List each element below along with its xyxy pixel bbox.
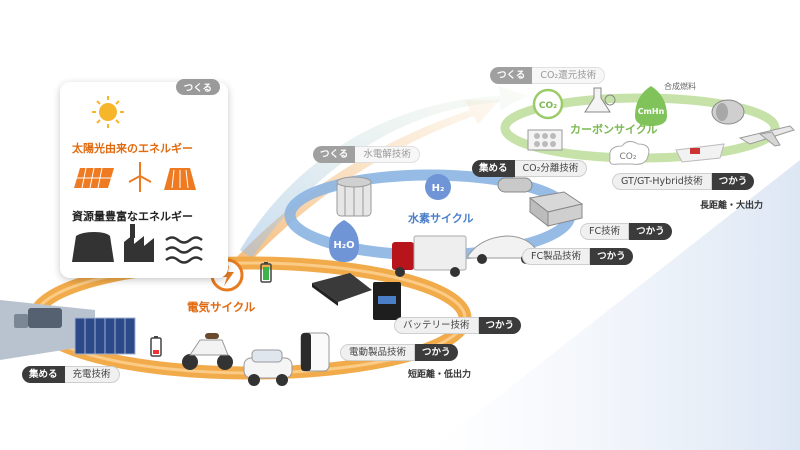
- co2-ring-badge-label: CO₂: [539, 101, 557, 111]
- tag-text: 電動製品技術: [340, 344, 416, 361]
- cmhn-droplet-badge: [635, 86, 667, 126]
- battery-full-icon: [260, 262, 272, 283]
- airplane-icon: [738, 125, 795, 147]
- truck-icon: [28, 308, 62, 328]
- tag-gt-hybrid: GT/GT-Hybrid技術つかう: [612, 173, 755, 190]
- ocean-waves-icon: [165, 236, 203, 264]
- solar-panel-array-icon: [74, 317, 136, 355]
- mobile-power-pack-icon: [373, 282, 401, 320]
- tag-text: FC技術: [580, 223, 630, 240]
- chemistry-flask-icon: [584, 87, 616, 113]
- tag-fc-tech: FC技術つかう: [580, 223, 672, 240]
- tag-text: GT/GT-Hybrid技術: [612, 173, 712, 190]
- hydrogen-tank-icon: [497, 177, 533, 193]
- h2o-badge-label: H₂O: [333, 240, 354, 251]
- tag-electric-products: 電動製品技術つかう: [340, 344, 458, 361]
- background-wedge: [430, 160, 800, 450]
- tag-water-electrolysis: つくる水電解技術: [313, 146, 420, 163]
- battery-pack-icon: [312, 273, 372, 306]
- tag-verb: つかう: [629, 223, 672, 240]
- tag-text: CO₂分離技術: [514, 160, 588, 177]
- tag-verb: 集める: [472, 160, 515, 177]
- co2-ring-badge: [532, 88, 564, 120]
- co2-capture-modules-icon: [527, 129, 563, 151]
- lightning-icon: [221, 265, 234, 286]
- tag-verb: つかう: [590, 248, 633, 265]
- portable-power-unit-icon: [300, 332, 330, 372]
- tag-verb: つかう: [415, 344, 458, 361]
- tag-text: 水電解技術: [355, 146, 420, 163]
- card-tag-tsukuru: つくる: [175, 79, 220, 95]
- tag-text: FC製品技術: [522, 248, 591, 265]
- tag-text: 充電技術: [64, 366, 120, 383]
- tag-verb: つかう: [478, 317, 522, 334]
- gas-turbine-icon: [711, 99, 745, 125]
- nuclear-plant-icon: [72, 232, 114, 262]
- co2-cloud-label: CO₂: [620, 152, 637, 162]
- short-range-note: 短距離・低出力: [408, 370, 472, 380]
- sun-icon: [92, 96, 124, 128]
- growth-arrow-lower: [232, 100, 500, 268]
- h2o-droplet-badge: [329, 220, 359, 262]
- hydrogen-cycle-label: 水素サイクル: [408, 212, 474, 225]
- carbon-cycle-label: カーボンサイクル: [570, 123, 658, 136]
- tag-charging: 集める充電技術: [22, 366, 120, 383]
- industrial-plant-icon: [124, 224, 154, 262]
- h2-badge: [425, 174, 451, 200]
- cmhn-badge-label: CmHn: [638, 107, 665, 116]
- tag-text: バッテリー技術: [394, 317, 479, 334]
- h2-badge-label: H₂: [432, 183, 445, 194]
- energy-source-card: つくる: [60, 79, 228, 278]
- electrolyzer-icon: [336, 176, 372, 217]
- tag-verb: つくる: [490, 67, 533, 84]
- electric-cycle-label: 電気サイクル: [187, 300, 256, 314]
- tag-fc-products: FC製品技術つかう: [522, 248, 633, 265]
- tag-text: CO₂還元技術: [532, 67, 606, 84]
- wind-turbine-icon: [128, 162, 152, 192]
- compact-ev-car-icon: [243, 349, 293, 386]
- tag-verb: 集める: [22, 366, 65, 383]
- co2-cloud-badge: [609, 140, 650, 165]
- tag-verb: つくる: [313, 146, 356, 163]
- synthetic-fuel-label: 合成燃料: [664, 81, 696, 91]
- long-range-note: 長距離・大出力: [700, 201, 764, 211]
- tag-verb: つかう: [711, 173, 755, 190]
- hydro-dam-icon: [164, 168, 196, 190]
- solar-panel-icon: [74, 167, 114, 189]
- tag-battery: バッテリー技術つかう: [394, 317, 522, 334]
- scooter-icon: [182, 333, 233, 370]
- renewable-energy-title: 太陽光由来のエネルギー: [72, 142, 193, 155]
- card-illustrations: [72, 96, 203, 264]
- battery-low-icon: [150, 336, 162, 357]
- abundant-energy-title: 資源量豊富なエネルギー: [72, 210, 193, 223]
- fuel-cell-truck-icon: [392, 235, 467, 277]
- fuel-cell-stack-icon: [528, 191, 584, 228]
